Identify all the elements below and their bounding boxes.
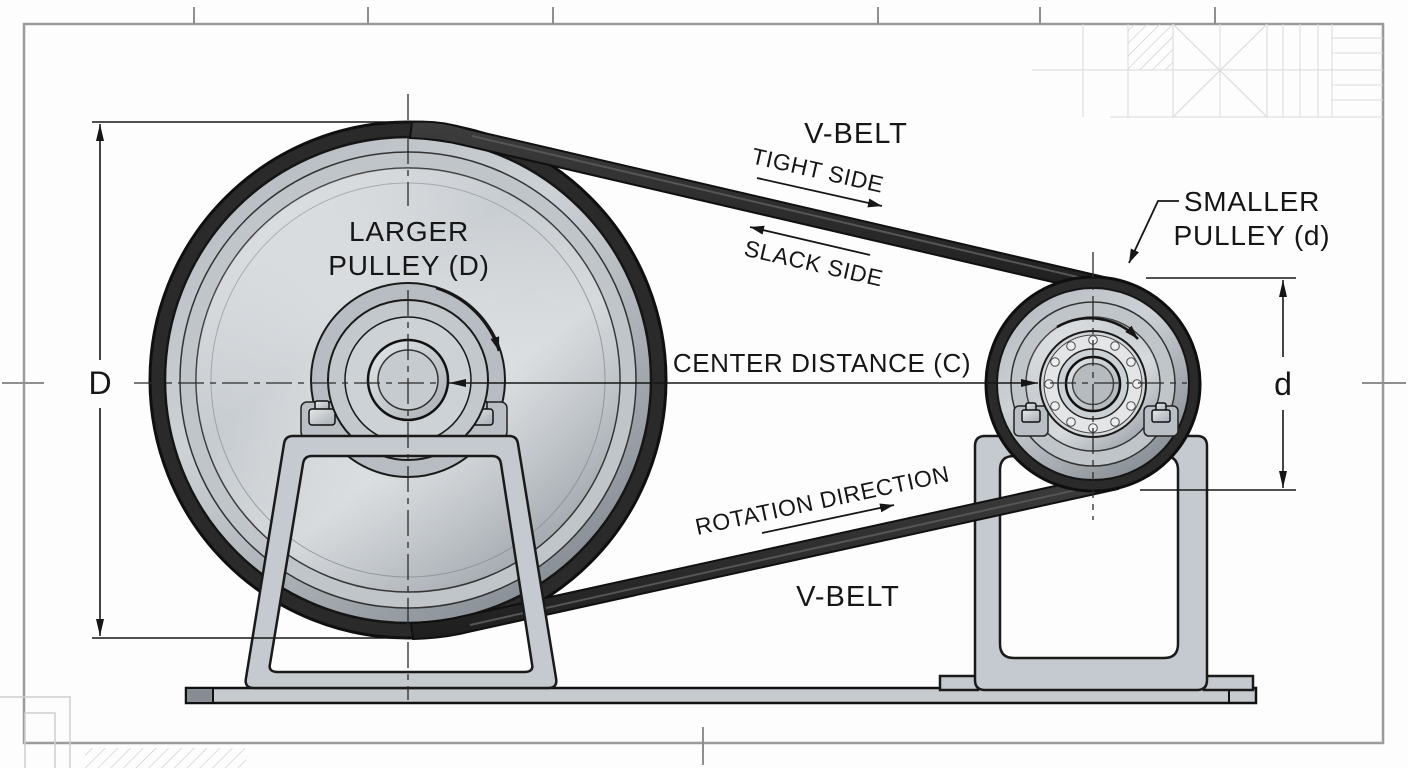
base-plate-end-cap <box>185 687 214 704</box>
slack-side-arrow <box>749 225 871 256</box>
center-distance-label: CENTER DISTANCE (C) <box>673 348 971 378</box>
title-block-grid <box>1032 23 1383 118</box>
corner-marks <box>0 696 246 768</box>
dimension-D <box>92 121 432 639</box>
small-stand-left-foot <box>938 674 980 692</box>
tight-side-label: TIGHT SIDE <box>749 143 886 198</box>
smaller-pulley-label-line1: SMALLER <box>1184 186 1320 217</box>
small-diameter-dim-label: d <box>1274 366 1292 402</box>
v-belt-top-label: V-BELT <box>804 118 908 150</box>
dimensions <box>92 121 1296 639</box>
v-belt-bottom-label: V-BELT <box>796 581 900 613</box>
frame-fold-ticks <box>2 7 1406 765</box>
bearing-balls <box>1044 335 1142 433</box>
small-pulley-stand <box>938 434 1255 692</box>
centerlines <box>134 94 1187 700</box>
large-rotation-arrow <box>435 286 501 352</box>
large-diameter-dim-label: D <box>88 365 111 401</box>
small-bearing-bolts <box>1021 402 1171 423</box>
title-block-hatch-cell <box>1128 24 1173 70</box>
base-plate <box>184 686 1258 705</box>
small-stand-right-foot <box>1202 674 1255 692</box>
rotation-direction-arrow <box>761 503 895 534</box>
smaller-pulley-leader-line <box>1128 200 1179 264</box>
larger-pulley-label-line1: LARGER <box>349 216 469 247</box>
corner-hatch-strip <box>85 748 246 768</box>
drawing-frame <box>2 7 1406 765</box>
dimension-d <box>1140 277 1296 491</box>
smaller-pulley-label-line2: PULLEY (d) <box>1174 220 1331 251</box>
small-rotation-arrow <box>1056 316 1139 340</box>
small-stand-frame <box>973 434 1209 692</box>
tight-side-arrow <box>756 177 883 208</box>
large-pulley-stand <box>244 434 558 690</box>
large-stand-frame <box>244 434 558 690</box>
annotations: V-BELT TIGHT SIDE SLACK SIDE CENTER DIST… <box>88 118 1331 613</box>
slack-side-label: SLACK SIDE <box>742 235 886 292</box>
larger-pulley-label-line2: PULLEY (D) <box>328 250 490 281</box>
